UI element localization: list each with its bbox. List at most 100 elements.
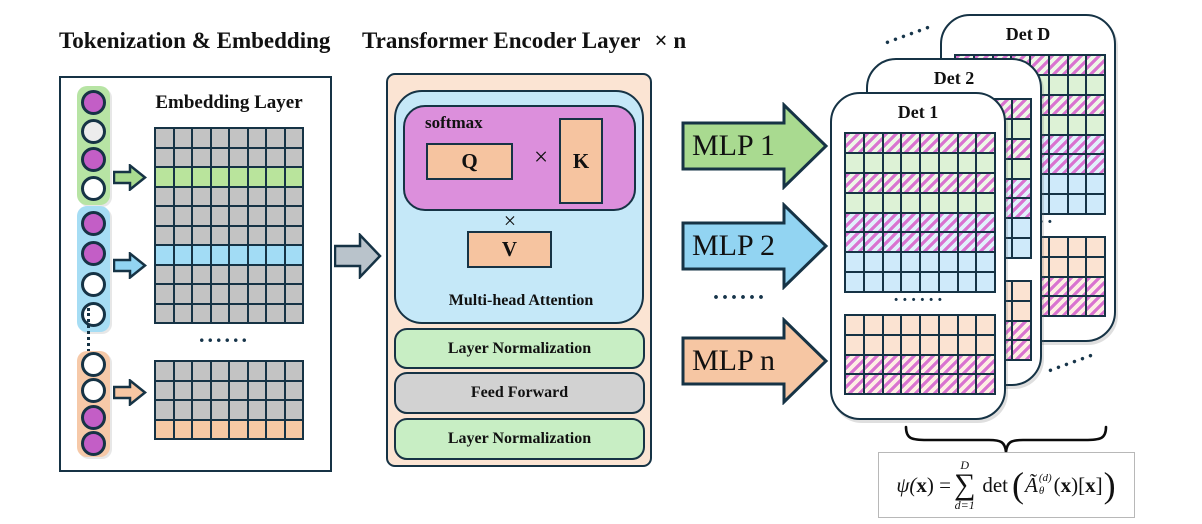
det-grid-ellipsis: ...... [893,285,947,306]
grid-cell-lt_blue [883,253,901,272]
grid-cell-gray [285,148,302,166]
grid-cell-lt_blue_hatch [902,213,919,232]
grid-cell-lt_peach_hatch [883,355,901,374]
grid-cell-lt_peach_hatch [1087,277,1104,296]
grid-cell-lt_peach [939,316,957,334]
mlp-1-arrow: MLP 1 [681,101,829,191]
grid-cell-lt_blue_hatch [958,213,976,232]
formula-det: det [982,472,1009,497]
embedding-matrix-lower [154,360,304,440]
grid-cell-lt_blue_hatch [1068,135,1086,154]
grid-cell-lt_green_hatch [1013,139,1030,158]
grid-cell-lt_blue [1068,195,1086,213]
token-circle-white [81,352,106,378]
grid-cell-gray [230,401,247,419]
grid-cell-gray [174,226,191,244]
grid-cell-lt_peach [977,316,994,334]
grid-cell-gray [193,304,210,322]
grid-cell-lt_blue_hatch [977,233,994,252]
grid-cell-lt_green_hatch [864,173,882,192]
grid-cell-lt_green_hatch [1087,95,1104,114]
grid-cell-lt_blue_hatch [1087,155,1104,174]
tokenization-box: Embedding Layer ...... [59,76,332,472]
grid-cell-gray [248,285,265,303]
grid-cell-lt_green_hatch [1013,100,1030,118]
matrix-ellipsis-dots: ...... [199,322,250,347]
grid-cell-gray [267,226,284,244]
grid-cell-gray [193,401,210,419]
multihead-attention-label: Multi-head Attention [448,292,594,309]
grid-cell-gray [267,304,284,322]
mlp-2-arrow: MLP 2 [681,201,829,291]
token-circle-lightgray [81,118,106,144]
grid-cell-lt_green [977,153,994,172]
grid-cell-gray [230,148,247,166]
encoder-title: Transformer Encoder Layer × n [362,28,686,54]
embed-arrow-orange-icon [113,379,147,406]
grid-cell-lt_green [864,193,882,212]
grid-cell-lt_green [958,193,976,212]
grid-cell-lt_blue [977,273,994,291]
grid-cell-lt_blue [864,253,882,272]
grid-cell-green [156,168,173,186]
grid-cell-green [285,168,302,186]
grid-cell-lt_green [921,193,938,212]
grid-cell-lt_peach_hatch [902,375,919,393]
grid-cell-lt_peach_hatch [1049,297,1067,315]
grid-cell-gray [174,285,191,303]
token-circle-magenta [81,211,106,237]
embed-arrow-green-icon [113,164,147,191]
grid-cell-gray [285,401,302,419]
grid-cell-lt_blue_hatch [846,233,863,252]
wavefunction-formula: ψ(x) = D ∑ d=1 det ( Ã (d) θ (x)[x] ) [878,452,1135,518]
grid-cell-lt_blue [883,273,901,291]
grid-cell-lt_green_hatch [902,134,919,152]
grid-cell-gray [193,226,210,244]
grid-cell-lt_blue [921,253,938,272]
grid-cell-lt_peach_hatch [883,375,901,393]
grid-cell-lt_green [1013,159,1030,178]
vertical-ellipsis-dots [87,308,90,352]
grid-cell-lt_blue_hatch [939,213,957,232]
grid-cell-lt_peach [1068,238,1086,256]
grid-cell-lt_green_hatch [883,173,901,192]
grid-cell-blue [174,246,191,264]
grid-cell-lt_peach_hatch [1013,341,1030,359]
grid-cell-lt_peach [864,316,882,334]
tokenization-title: Tokenization & Embedding [59,28,331,53]
mlp-2-arrow-icon [681,201,829,291]
grid-cell-lt_peach [902,335,919,354]
grid-cell-gray [174,304,191,322]
grid-cell-gray [285,129,302,147]
det-card-title: Det 2 [933,68,975,88]
grid-cell-lt_peach [883,316,901,334]
grid-cell-gray [156,381,173,399]
grid-cell-lt_blue [1087,195,1104,213]
det-card-title: Det D [1005,24,1051,44]
grid-cell-gray [156,285,173,303]
grid-cell-lt_green_hatch [864,134,882,152]
det-card-title: Det 1 [897,102,939,122]
v-matrix: V [467,231,552,268]
grid-cell-lt_blue_hatch [864,213,882,232]
grid-cell-lt_peach_hatch [1068,277,1086,296]
grid-cell-lt_peach [921,335,938,354]
grid-cell-gray [285,362,302,380]
grid-cell-gray [248,265,265,283]
grid-cell-lt_peach [1068,257,1086,276]
grid-cell-lt_green [883,193,901,212]
formula-rparen: ) [1103,465,1116,505]
grid-cell-lt_peach_hatch [977,375,994,393]
grid-cell-lt_green [1087,75,1104,94]
grid-cell-lt_green_hatch [883,134,901,152]
grid-cell-gray [156,207,173,225]
formula-A-tilde: Ã [1025,472,1038,497]
grid-cell-gray [248,381,265,399]
det-grid-lower [844,314,996,395]
grid-cell-lt_blue [958,253,976,272]
grid-cell-lt_peach [921,316,938,334]
grid-cell-green [211,168,228,186]
grid-cell-blue [193,246,210,264]
grid-cell-lt_peach [958,316,976,334]
